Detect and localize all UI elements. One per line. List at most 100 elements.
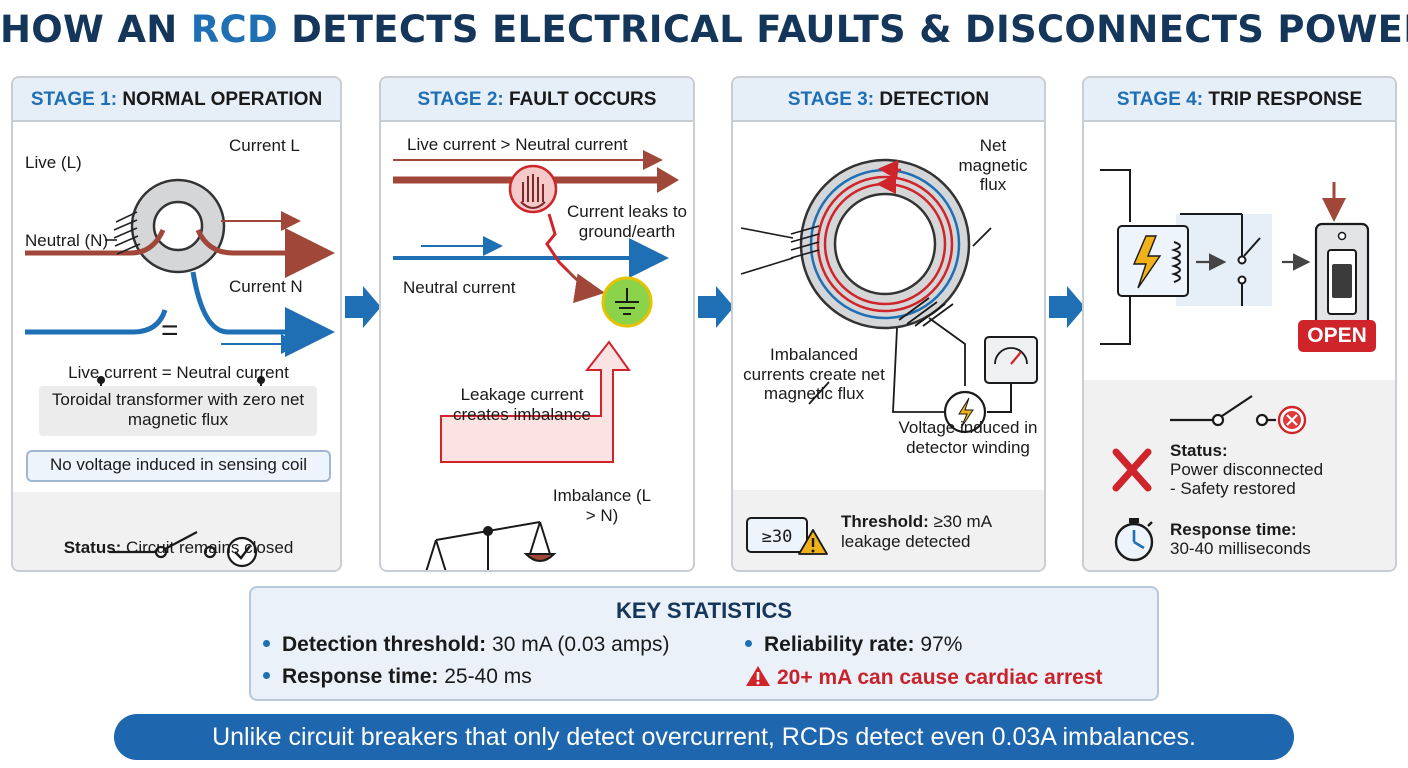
stage-2-number: STAGE 2: — [417, 89, 504, 110]
leakage-box: Leakage current creates imbalance — [453, 385, 591, 424]
stage-3-diagram: ≥30 — [740, 158, 1038, 555]
toroid-note: Toroidal transformer with zero net magne… — [39, 386, 317, 436]
lightning-icon — [943, 390, 987, 434]
primary-coil — [740, 225, 820, 275]
neutral-wire — [25, 309, 168, 335]
relay-wire-top — [1100, 169, 1131, 222]
leak-to-ground-label: Current leaks to ground/earth — [567, 202, 687, 241]
stage-4-panel: STAGE 4: TRIP RESPONSE — [1082, 76, 1397, 572]
stat-detection-threshold: Detection threshold: 30 mA (0.03 amps) — [263, 633, 669, 657]
stage-arrow-1 — [345, 286, 381, 328]
detector-toroid — [799, 158, 971, 330]
warning-text: 20+ mA can cause cardiac arrest — [777, 666, 1103, 689]
warning-icon — [798, 529, 828, 555]
net-flux-label: Net magnetic flux — [958, 136, 1028, 195]
live-wire — [25, 228, 166, 256]
stage-1-panel: STAGE 1: NORMAL OPERATION — [11, 76, 342, 572]
voltage-induced-label: Voltage induced in detector winding — [898, 418, 1038, 457]
neutral-wire-out — [190, 271, 335, 357]
live-line-head — [657, 167, 679, 193]
status-line-2: - Safety restored — [1170, 479, 1296, 498]
page-title: HOW AN RCD DETECTS ELECTRICAL FAULTS & D… — [0, 8, 1408, 51]
stage-arrow-2 — [698, 286, 734, 328]
stage-4-diagram — [1100, 169, 1370, 562]
threshold-value: ≥30 mA — [928, 512, 993, 531]
hand-icon — [508, 164, 558, 214]
bullet — [745, 639, 752, 647]
earth-ground-icon — [601, 276, 653, 328]
leak-path-arrow — [567, 270, 605, 304]
tilted-scale-icon — [425, 521, 557, 570]
threshold-display-text: ≥30 — [762, 527, 793, 547]
stage-3-number: STAGE 3: — [787, 89, 875, 110]
stage-arrow-3 — [1049, 286, 1085, 328]
bullet — [263, 639, 270, 647]
stat-value: 25-40 ms — [438, 665, 532, 688]
threshold-line-1: Threshold: ≥30 mA — [841, 512, 992, 532]
stage-3-panel: STAGE 3: DETECTION — [731, 76, 1046, 572]
status-value: Circuit remains closed — [121, 538, 294, 557]
stage-1-footer — [13, 492, 340, 570]
current-n-label: Current N — [229, 277, 303, 296]
neutral-current-label: Neutral current — [403, 278, 516, 297]
imbalance-pointer — [808, 381, 830, 405]
stage-1-header: STAGE 1: NORMAL OPERATION — [13, 78, 340, 122]
stage-2-name: FAULT OCCURS — [509, 89, 657, 110]
title-prefix: HOW AN — [0, 8, 191, 51]
no-voltage-note: No voltage induced in sensing coil — [26, 450, 331, 482]
live-wire-out — [195, 228, 335, 278]
threshold-line-2: leakage detected — [841, 532, 971, 551]
title-accent: RCD — [190, 8, 278, 51]
stats-title: KEY STATISTICS — [615, 598, 793, 623]
open-badge: OPEN — [1298, 320, 1376, 352]
stage-3-name: DETECTION — [879, 89, 990, 110]
stat-cardiac-warning: 20+ mA can cause cardiac arrest — [745, 665, 1103, 690]
stat-key: Response time: — [282, 665, 439, 688]
status-x-icon — [1112, 448, 1152, 492]
switch-open-icon — [1170, 395, 1276, 427]
stage-2-panel: STAGE 2: FAULT OCCURS — [379, 76, 695, 572]
stage-1-number: STAGE 1: — [30, 89, 118, 110]
stage-4-number: STAGE 4: — [1116, 89, 1204, 110]
stage-1-status: Status: Circuit remains closed — [13, 538, 340, 558]
response-value: 30-40 milliseconds — [1170, 539, 1311, 558]
neutral-label: Neutral (N) — [25, 231, 109, 250]
stat-reliability: Reliability rate: 97% — [745, 633, 962, 657]
current-l-label: Current L — [229, 136, 300, 155]
stage-2-header: STAGE 2: FAULT OCCURS — [381, 78, 693, 122]
check-icon — [226, 536, 258, 568]
stopwatch-icon — [1114, 518, 1154, 562]
relay-icon — [1117, 213, 1272, 306]
leakage-arrow-shape — [440, 340, 631, 463]
stage-4-header: STAGE 4: TRIP RESPONSE — [1084, 78, 1395, 122]
switch-closed-icon — [109, 531, 217, 559]
bottom-banner: Unlike circuit breakers that only detect… — [114, 714, 1294, 760]
threshold-key: Threshold: — [841, 512, 929, 531]
stat-key: Detection threshold: — [282, 633, 487, 656]
equals-sign: = — [161, 314, 179, 347]
sensing-coil — [105, 211, 141, 255]
stage-3-header: STAGE 3: DETECTION — [733, 78, 1044, 122]
detector-winding — [892, 297, 966, 413]
warning-triangle-icon — [746, 666, 770, 686]
stage-4-name: TRIP RESPONSE — [1208, 89, 1363, 110]
stat-key: Reliability rate: — [764, 633, 915, 656]
stat-value: 30 mA (0.03 amps) — [486, 633, 670, 656]
relay-wire-bottom — [1100, 296, 1131, 345]
status-key: Status: — [63, 538, 122, 557]
live-label: Live (L) — [25, 153, 82, 172]
flux-pointer — [972, 227, 992, 247]
stage-2-diagram — [393, 150, 679, 570]
leak-zigzag — [545, 213, 571, 274]
threshold-display-icon: ≥30 — [746, 517, 808, 553]
cross-icon — [1277, 405, 1307, 435]
title-suffix: DETECTS ELECTRICAL FAULTS & DISCONNECTS … — [277, 8, 1408, 51]
stat-response-time: Response time: 25-40 ms — [263, 665, 532, 689]
status-line-1: Power disconnected — [1170, 460, 1324, 479]
imbalanced-currents-label: Imbalanced currents create net magnetic … — [743, 345, 885, 404]
key-statistics-panel: KEY STATISTICS Detection threshold: 30 m… — [249, 586, 1159, 701]
live-gt-neutral-label: Live current > Neutral current — [407, 135, 628, 154]
meter-icon — [984, 336, 1038, 413]
imbalance-label: Imbalance (L > N) — [552, 486, 652, 525]
stage-1-name: NORMAL OPERATION — [122, 89, 323, 110]
